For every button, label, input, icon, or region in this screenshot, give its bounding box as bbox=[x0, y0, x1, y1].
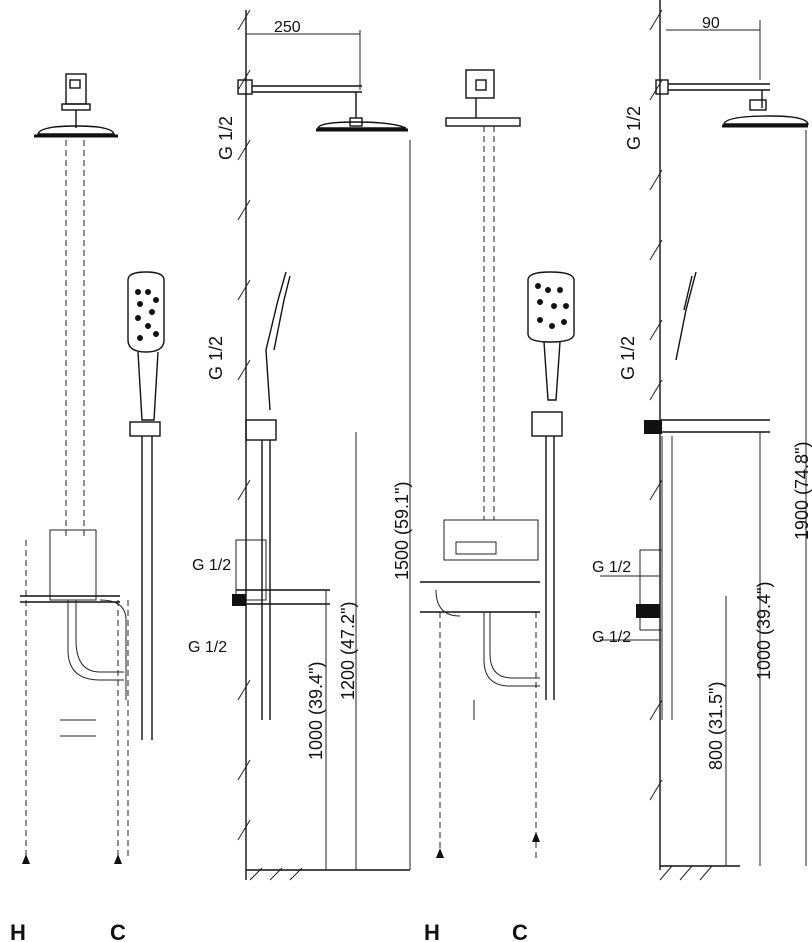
handheld-shower-icon bbox=[127, 271, 165, 740]
dim-mid-4: 1000 (39.4") bbox=[754, 582, 774, 680]
dim-total-4: 1900 (74.8") bbox=[792, 442, 812, 540]
drawing-4-side: 90 G 1/2 G 1/2 G 1/2 G 1/2 1000 (39.4") … bbox=[592, 0, 812, 881]
dim-low-2: 1000 (39.4") bbox=[306, 662, 326, 760]
g-half-top: G 1/2 bbox=[216, 116, 236, 160]
inlet-hot-label: H bbox=[10, 920, 26, 942]
inlet-cold-label: C bbox=[110, 920, 126, 942]
g-half-d2: G 1/2 bbox=[592, 629, 631, 646]
dim-low-4: 800 (31.5") bbox=[706, 682, 726, 770]
arm-length-label-2: 90 bbox=[702, 15, 720, 32]
g-half-arm-2: G 1/2 bbox=[618, 336, 638, 380]
dim-total-2: 1200 (47.2") bbox=[338, 602, 358, 700]
handheld-shower-icon-2 bbox=[527, 271, 575, 700]
g-half-side2: G 1/2 bbox=[188, 639, 227, 656]
drawing-1-front: H C bbox=[10, 73, 165, 942]
dim-vertical-3: 1500 (59.1") bbox=[392, 482, 412, 580]
arm-length-label: 250 bbox=[274, 19, 301, 36]
drawing-2-side: 250 G 1/2 G 1/2 G 1/2 G 1/2 1000 (39.4")… bbox=[188, 9, 411, 881]
g-half-arm: G 1/2 bbox=[206, 336, 226, 380]
inlet-hot-label-2: H bbox=[424, 920, 440, 942]
drawing-3-front: 1500 (59.1") H C bbox=[392, 69, 575, 942]
shower-head-icon bbox=[34, 73, 118, 138]
valve-icon bbox=[20, 529, 127, 700]
inlet-cold-label-2: C bbox=[512, 920, 528, 942]
g-half-d1: G 1/2 bbox=[592, 559, 631, 576]
arrow-up-icon bbox=[22, 854, 122, 864]
g-half-side1: G 1/2 bbox=[192, 557, 231, 574]
g-half-top-2: G 1/2 bbox=[624, 106, 644, 150]
